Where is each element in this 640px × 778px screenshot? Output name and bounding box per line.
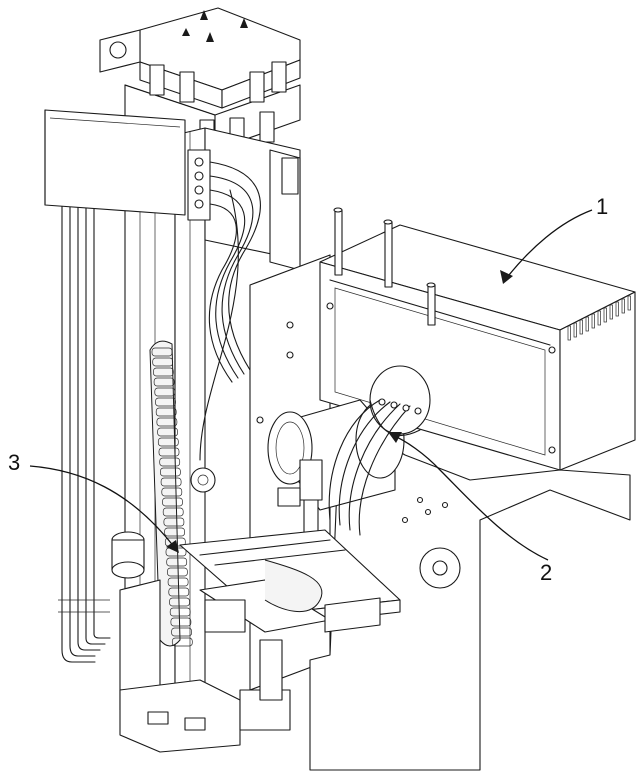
chain-link [155, 397, 176, 407]
motor-enclosure [319, 207, 636, 471]
chain-link [171, 627, 192, 637]
chain-link [164, 527, 185, 537]
chain-link [159, 457, 181, 467]
vent-slot [585, 316, 589, 332]
callout-leaders [29, 209, 593, 561]
chain-link [162, 507, 184, 517]
chain-link [153, 377, 175, 387]
chain-link [167, 577, 189, 587]
chain-link [151, 347, 173, 357]
chain-link [167, 567, 188, 577]
vent-slot [609, 304, 613, 320]
chain-link [157, 427, 178, 437]
chain-link [169, 597, 190, 607]
vent-slot [615, 301, 619, 317]
vent-slot [567, 325, 571, 341]
chain-link [170, 617, 192, 627]
chain-link [160, 467, 181, 477]
callout-label-1: 1 [596, 194, 608, 219]
chain-link [169, 607, 191, 617]
chain-link [158, 447, 180, 457]
vent-slot [627, 295, 631, 311]
chain-link [171, 637, 193, 647]
vent-slot [579, 319, 583, 335]
chain-link [156, 417, 178, 427]
chain-link [157, 437, 179, 447]
chain-link [154, 387, 176, 397]
pneumatic-gripper [190, 459, 323, 541]
callout-label-3: 3 [8, 450, 20, 475]
drag-chain-vertical [149, 340, 193, 647]
chain-link [163, 517, 185, 527]
chain-link [161, 487, 183, 497]
lower-cylinder [111, 531, 291, 753]
hose-bundle-upper [199, 161, 261, 461]
air-fitting-block [187, 149, 299, 221]
callout-label-2: 2 [540, 560, 552, 585]
vent-slot [621, 298, 625, 314]
chain-link [160, 477, 182, 487]
vent-slot [591, 313, 595, 329]
chain-link [162, 497, 183, 507]
vent-slot [573, 322, 577, 338]
back-plate [44, 109, 186, 216]
left-tube-bundle [57, 179, 111, 663]
mounting-plate [309, 414, 631, 771]
chain-link [152, 357, 174, 367]
hose-bundle-lower [328, 398, 422, 536]
vent-slot [597, 310, 601, 326]
chain-link [166, 557, 188, 567]
chain-link [155, 407, 177, 417]
chain-link [153, 367, 174, 377]
linear-slide [179, 529, 401, 633]
chain-link [168, 587, 190, 597]
vent-slot [603, 307, 607, 323]
